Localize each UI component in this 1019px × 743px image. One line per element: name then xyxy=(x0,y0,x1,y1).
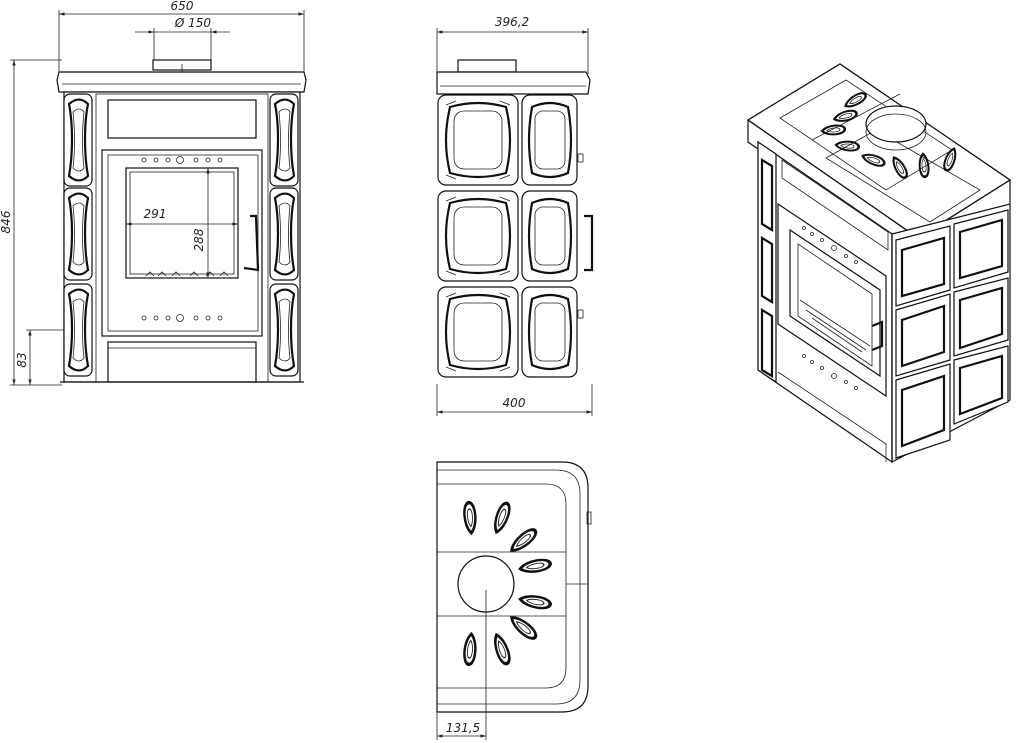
front-view: 650 Ø 150 846 83 xyxy=(0,0,307,386)
flue-offset-dimension: 131,5 xyxy=(436,712,486,740)
flue-diameter-label: Ø 150 xyxy=(174,16,212,30)
side-depth-top-label: 396,2 xyxy=(495,15,529,29)
bottom-height-label: 83 xyxy=(15,352,29,367)
side-view: 396,2 400 xyxy=(436,15,594,416)
air-holes-top xyxy=(141,156,223,164)
front-width-dimension: 650 xyxy=(58,0,305,72)
isometric-view xyxy=(746,63,1012,464)
height-label: 846 xyxy=(0,210,13,233)
firebox-width-label: 291 xyxy=(144,207,167,221)
front-width-label: 650 xyxy=(171,0,194,13)
side-depth-top-dimension: 396,2 xyxy=(436,15,589,74)
firebox-glass xyxy=(125,167,239,279)
iso-side-tiles xyxy=(895,209,1009,459)
height-dimension: 846 xyxy=(0,59,62,386)
side-depth-bottom-label: 400 xyxy=(503,396,526,410)
firebox-width-dimension: 291 xyxy=(126,207,238,226)
firebox-height-dimension: 288 xyxy=(192,168,210,278)
air-holes-bottom xyxy=(141,314,223,322)
top-view: 131,5 xyxy=(436,461,592,740)
firebox-height-label: 288 xyxy=(192,228,206,251)
flue-offset-label: 131,5 xyxy=(446,721,480,735)
bottom-height-dimension: 83 xyxy=(15,329,70,385)
door-handle xyxy=(243,214,260,272)
side-depth-bottom-dimension: 400 xyxy=(436,384,593,416)
flue-diameter-dimension: Ø 150 xyxy=(135,16,230,60)
